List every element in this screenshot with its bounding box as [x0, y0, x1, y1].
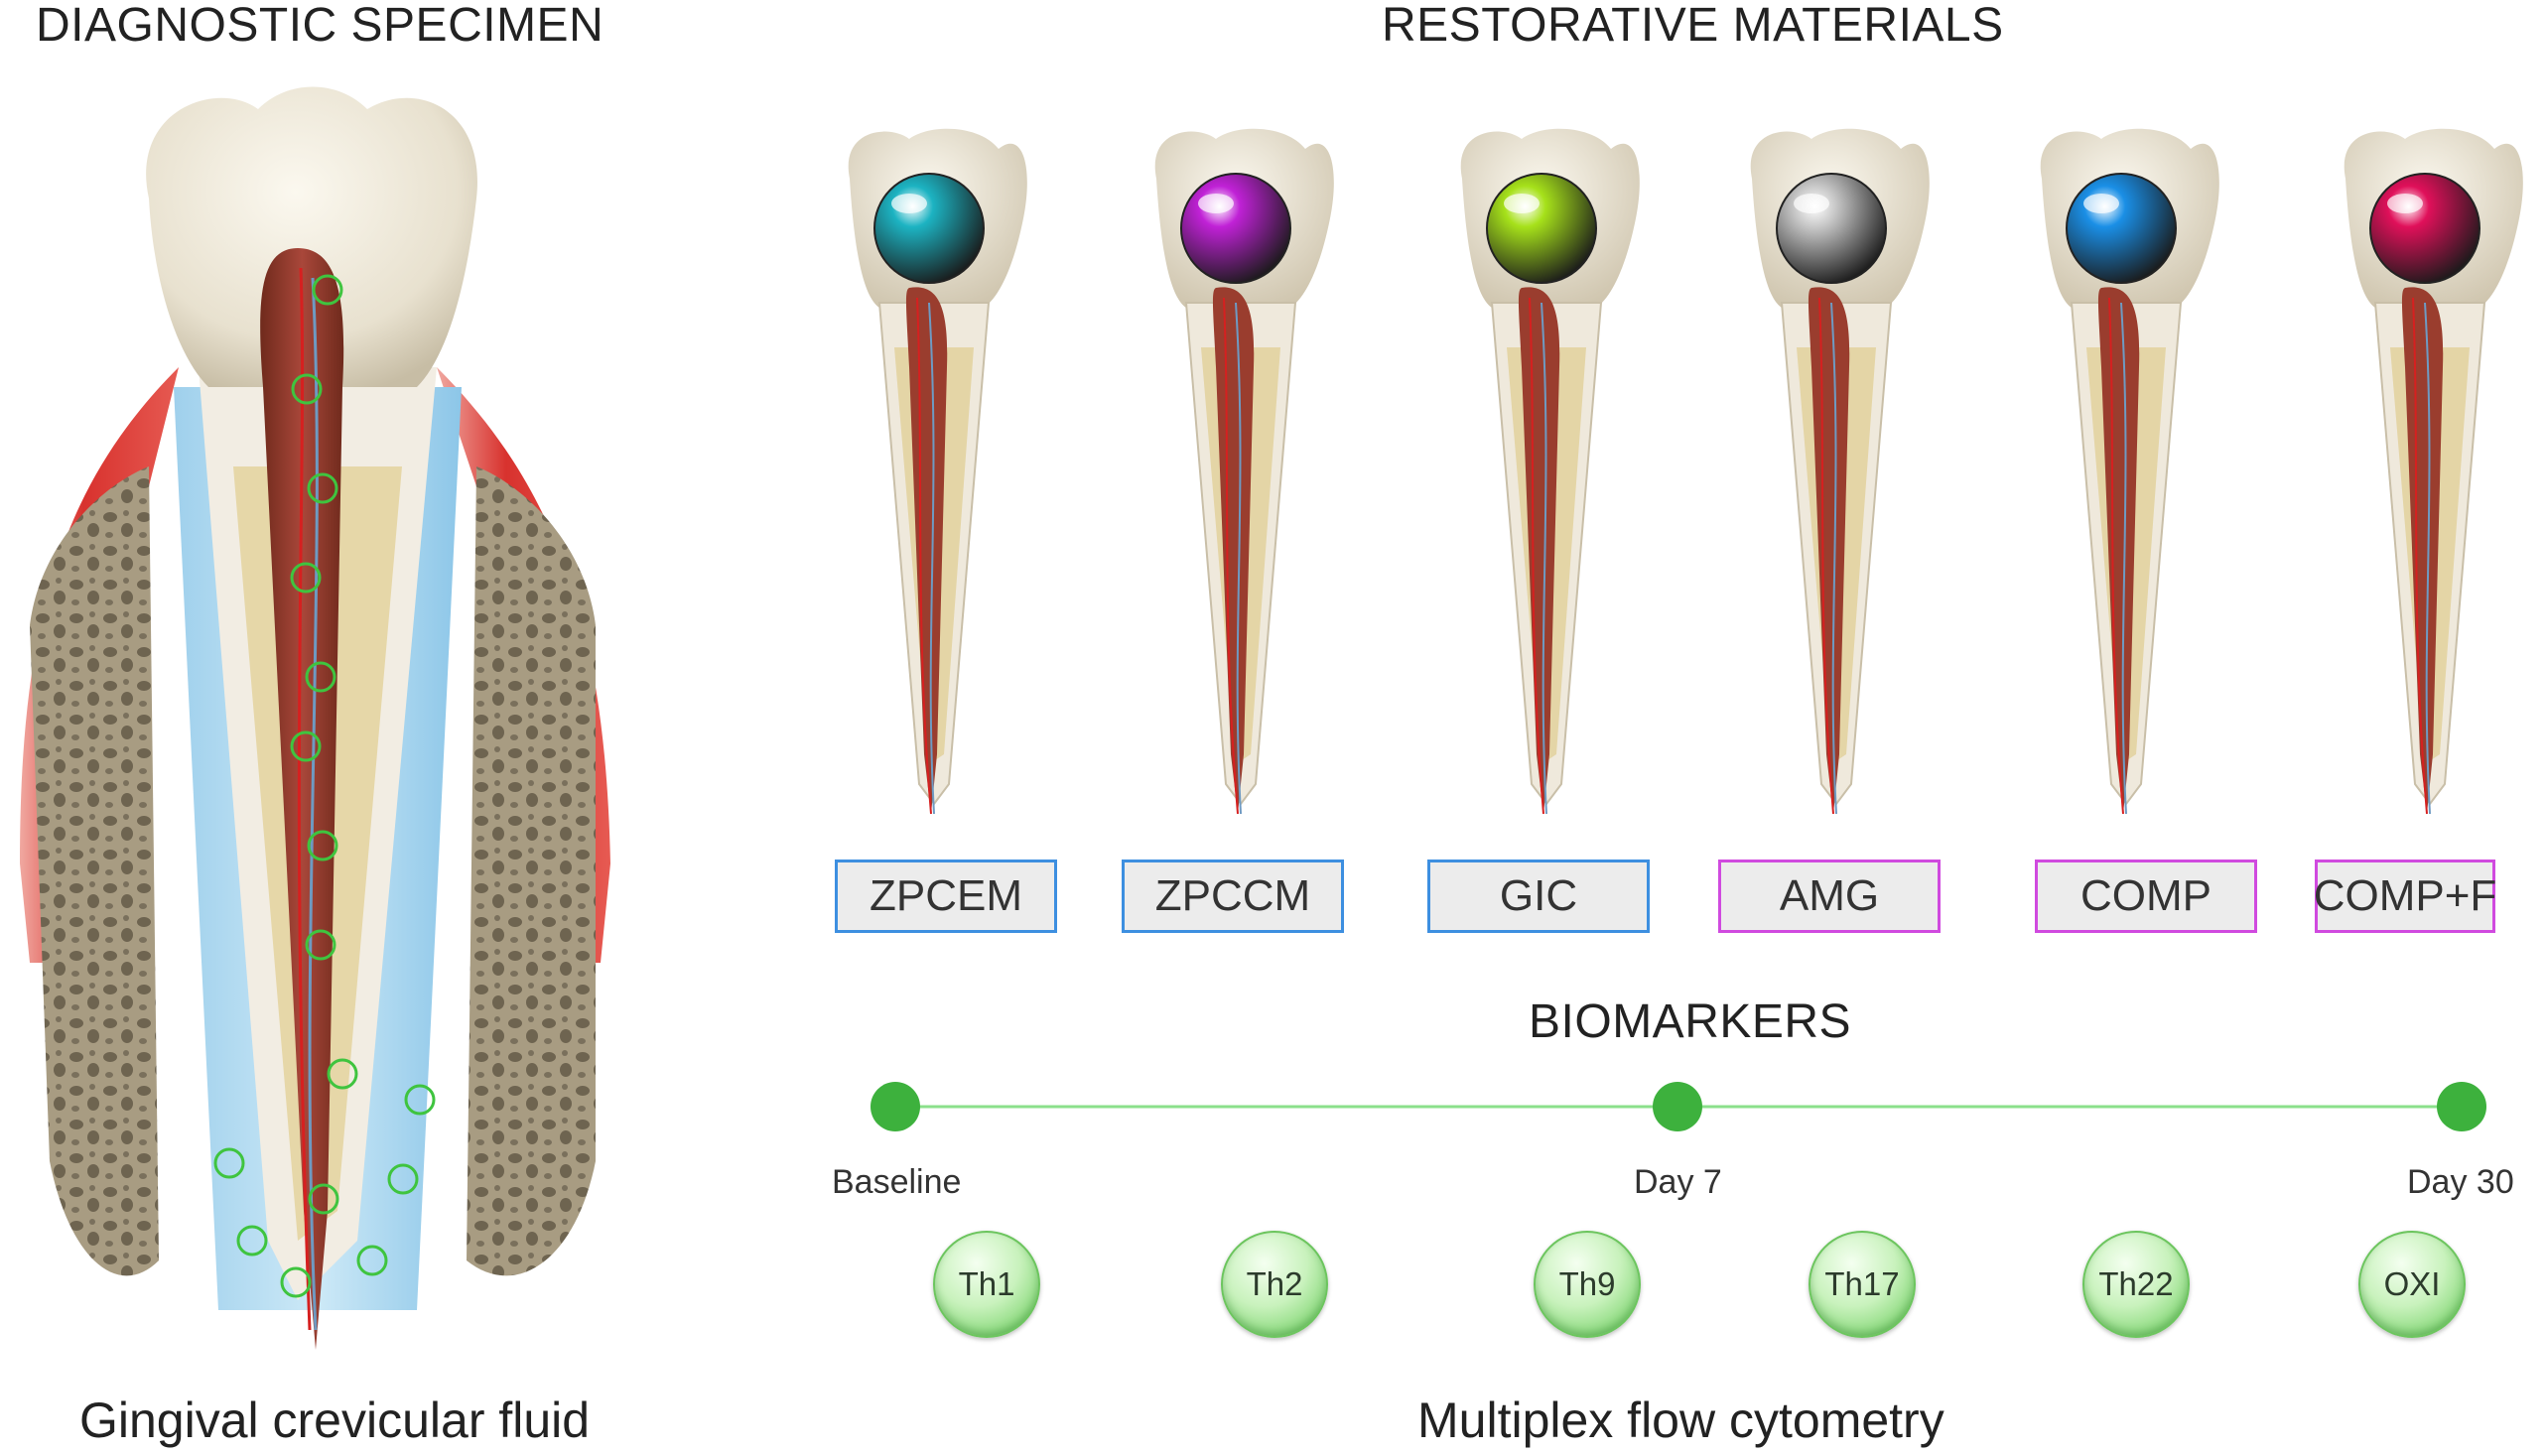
material-sphere — [873, 173, 985, 284]
biomarkers-heading: BIOMARKERS — [1529, 995, 1852, 1048]
restorative-tooth-zpccm — [1154, 128, 1334, 815]
material-label-gic: GIC — [1427, 860, 1650, 933]
material-sphere — [1776, 173, 1887, 284]
material-sphere — [1486, 173, 1597, 284]
biomarker-th22: Th22 — [2082, 1231, 2190, 1338]
biomarker-th1: Th1 — [933, 1231, 1040, 1338]
biomarker-th9: Th9 — [1534, 1231, 1641, 1338]
timeline-label-baseline: Baseline — [832, 1163, 962, 1201]
restorative-tooth-comp — [2040, 128, 2219, 815]
timeline-dot-day30 — [2437, 1082, 2486, 1131]
timeline-label-day30: Day 30 — [2407, 1163, 2514, 1201]
biomarker-oxi: OXI — [2358, 1231, 2466, 1338]
restorative-tooth-comp-f — [2344, 128, 2523, 815]
material-sphere — [2066, 173, 2177, 284]
material-sphere — [2369, 173, 2480, 284]
material-label-comp-f: COMP+F — [2314, 860, 2496, 933]
timeline-dot-day7 — [1653, 1082, 1702, 1131]
restorative-tooth-gic — [1460, 128, 1640, 815]
biomarker-th2: Th2 — [1221, 1231, 1328, 1338]
timeline-dot-baseline — [871, 1082, 920, 1131]
diagnostic-specimen-heading: DIAGNOSTIC SPECIMEN — [36, 0, 604, 52]
material-label-comp: COMP — [2035, 860, 2257, 933]
method-caption: Multiplex flow cytometry — [1417, 1392, 1944, 1448]
material-label-amg: AMG — [1718, 860, 1941, 933]
timeline-label-day7: Day 7 — [1634, 1163, 1722, 1201]
specimen-caption: Gingival crevicular fluid — [79, 1392, 591, 1448]
material-label-zpccm: ZPCCM — [1122, 860, 1344, 933]
restorative-tooth-amg — [1750, 128, 1930, 815]
material-sphere — [1180, 173, 1291, 284]
restorative-tooth-zpcem — [848, 128, 1027, 815]
timeline-line — [871, 1082, 2486, 1131]
tooth-cross-section-illustration — [20, 86, 610, 1350]
biomarker-th17: Th17 — [1809, 1231, 1916, 1338]
material-label-zpcem: ZPCEM — [835, 860, 1057, 933]
restorative-materials-heading: RESTORATIVE MATERIALS — [1382, 0, 2004, 52]
